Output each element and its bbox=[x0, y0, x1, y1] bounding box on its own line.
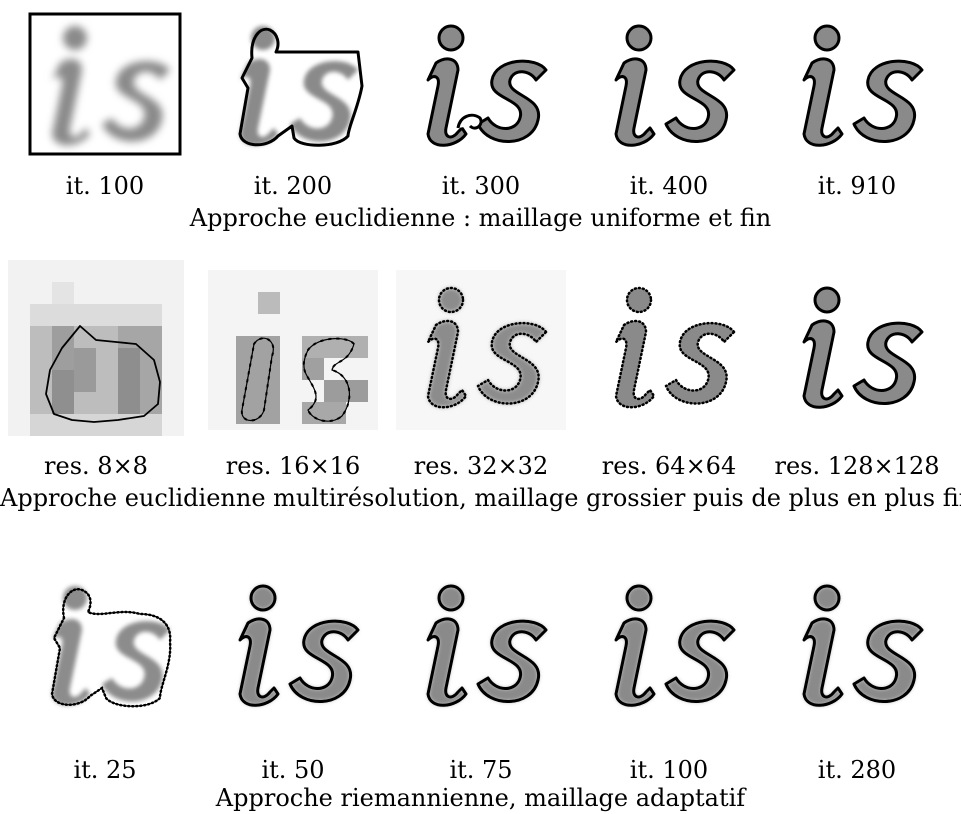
segmentation-image bbox=[208, 8, 378, 158]
segmentation-image bbox=[208, 568, 378, 718]
caption-row3-5: it. 280 bbox=[757, 756, 957, 784]
caption-row1-2: it. 200 bbox=[193, 172, 393, 200]
segmentation-image bbox=[584, 568, 754, 718]
panel-row1-3 bbox=[396, 8, 566, 158]
panel-row2-5 bbox=[772, 270, 942, 430]
panel-row1-2 bbox=[208, 8, 378, 158]
segmentation-image bbox=[584, 270, 754, 430]
caption-row1-1: it. 100 bbox=[5, 172, 205, 200]
panel-row2-1 bbox=[8, 260, 184, 436]
caption-row1-5: it. 910 bbox=[757, 172, 957, 200]
row-title: Approche euclidienne multirésolution, ma… bbox=[0, 484, 961, 512]
segmentation-image bbox=[772, 8, 942, 158]
segmentation-image bbox=[8, 260, 184, 436]
panel-row2-3 bbox=[396, 270, 566, 430]
panel-row2-4 bbox=[584, 270, 754, 430]
panel-row1-1 bbox=[20, 8, 190, 158]
segmentation-image bbox=[584, 8, 754, 158]
segmentation-image bbox=[396, 568, 566, 718]
caption-row3-1: it. 25 bbox=[5, 756, 205, 784]
row-euclidean-multiresolution: res. 8×8 res. 16×16 res. 32×32 res. 64×6… bbox=[0, 260, 961, 520]
panel-row3-2 bbox=[208, 568, 378, 718]
caption-row2-2: res. 16×16 bbox=[193, 452, 393, 480]
caption-row3-2: it. 50 bbox=[193, 756, 393, 784]
segmentation-image bbox=[20, 8, 190, 158]
caption-row1-3: it. 300 bbox=[381, 172, 581, 200]
caption-row2-1: res. 8×8 bbox=[0, 452, 196, 480]
caption-row3-4: it. 100 bbox=[569, 756, 769, 784]
row-title: Approche euclidienne : maillage uniforme… bbox=[0, 204, 961, 232]
segmentation-image bbox=[772, 270, 942, 430]
row-title: Approche riemannienne, maillage adaptati… bbox=[0, 784, 961, 812]
panel-row3-5 bbox=[772, 568, 942, 718]
caption-row1-4: it. 400 bbox=[569, 172, 769, 200]
caption-row2-3: res. 32×32 bbox=[381, 452, 581, 480]
segmentation-image bbox=[208, 270, 378, 430]
row-riemannian-adaptive: it. 25 it. 50 it. 75 it. 100 it. 280 App… bbox=[0, 560, 961, 810]
panel-row3-4 bbox=[584, 568, 754, 718]
panel-row1-4 bbox=[584, 8, 754, 158]
caption-row3-3: it. 75 bbox=[381, 756, 581, 784]
panel-row3-1 bbox=[20, 568, 190, 718]
caption-row2-5: res. 128×128 bbox=[757, 452, 957, 480]
row-euclidean-uniform: it. 100 it. 200 it. 300 it. 400 it. 910 … bbox=[0, 0, 961, 240]
segmentation-image bbox=[772, 568, 942, 718]
segmentation-image bbox=[396, 270, 566, 430]
segmentation-image bbox=[20, 568, 190, 718]
panel-row2-2 bbox=[208, 270, 378, 430]
caption-row2-4: res. 64×64 bbox=[569, 452, 769, 480]
panel-row3-3 bbox=[396, 568, 566, 718]
segmentation-image bbox=[396, 8, 566, 158]
panel-row1-5 bbox=[772, 8, 942, 158]
